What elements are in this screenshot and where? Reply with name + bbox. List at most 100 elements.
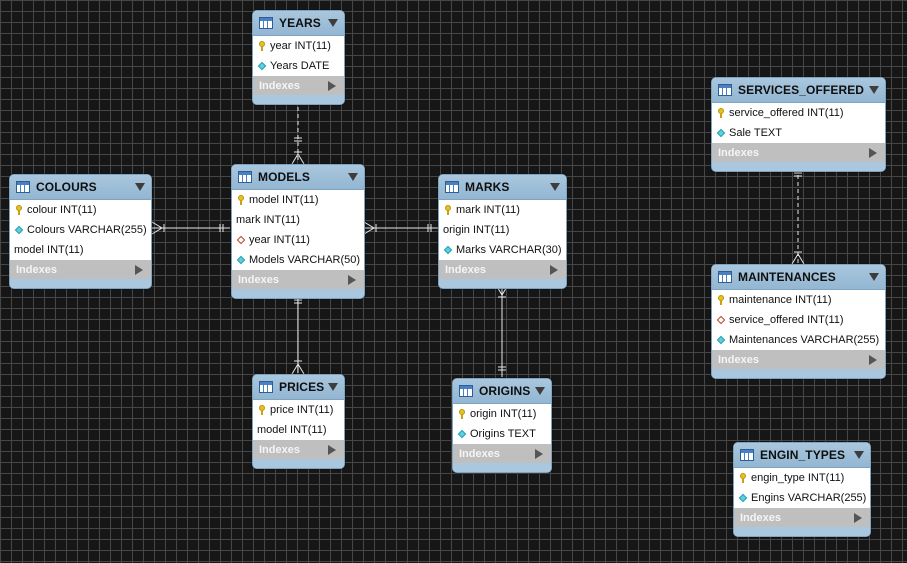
dropdown-triangle-icon[interactable] (135, 183, 145, 191)
expand-arrow-icon[interactable] (550, 264, 558, 275)
table-years[interactable]: YEARS year INT(11) Years DATE Indexes (252, 10, 345, 105)
column-label: Sale TEXT (729, 127, 782, 139)
expand-arrow-icon[interactable] (869, 147, 877, 158)
indexes-label: Indexes (445, 263, 486, 276)
dropdown-triangle-icon[interactable] (854, 451, 864, 459)
table-header[interactable]: MODELS (232, 165, 364, 190)
key-icon (257, 405, 267, 415)
expand-arrow-icon[interactable] (348, 274, 356, 285)
column-row[interactable]: Marks VARCHAR(30) (439, 240, 566, 260)
table-marks[interactable]: MARKS mark INT(11) origin INT(11) Marks … (438, 174, 567, 289)
table-models[interactable]: MODELS model INT(11) mark INT(11) year I… (231, 164, 365, 299)
relationship-services-maintenances[interactable] (791, 168, 805, 265)
relationship-models-prices[interactable] (291, 295, 305, 375)
column-row[interactable]: model INT(11) (232, 190, 364, 210)
column-label: origin INT(11) (443, 224, 510, 236)
column-label: Colours VARCHAR(255) (27, 224, 147, 236)
table-header[interactable]: ORIGINS (453, 379, 551, 404)
column-row[interactable]: Years DATE (253, 56, 344, 76)
table-title: MAINTENANCES (738, 270, 836, 284)
indexes-section[interactable]: Indexes (712, 350, 885, 369)
column-row[interactable]: Colours VARCHAR(255) (10, 220, 151, 240)
indexes-section[interactable]: Indexes (734, 508, 870, 527)
expand-arrow-icon[interactable] (135, 264, 143, 275)
table-maintenances[interactable]: MAINTENANCES maintenance INT(11) service… (711, 264, 886, 379)
column-row[interactable]: mark INT(11) (232, 210, 364, 230)
key-icon (443, 205, 453, 215)
column-row[interactable]: Origins TEXT (453, 424, 551, 444)
column-label: year INT(11) (270, 40, 331, 52)
expand-arrow-icon[interactable] (328, 444, 336, 455)
column-row[interactable]: Engins VARCHAR(255) (734, 488, 870, 508)
column-label: model INT(11) (249, 194, 319, 206)
column-row[interactable]: origin INT(11) (439, 220, 566, 240)
column-row[interactable]: engin_type INT(11) (734, 468, 870, 488)
dropdown-triangle-icon[interactable] (328, 19, 338, 27)
column-row[interactable]: model INT(11) (253, 420, 344, 440)
dropdown-triangle-icon[interactable] (535, 387, 545, 395)
relationship-colours-models[interactable] (151, 221, 230, 235)
table-icon (718, 84, 732, 96)
relationship-models-marks[interactable] (363, 221, 438, 235)
key-icon (257, 41, 267, 51)
indexes-section[interactable]: Indexes (232, 270, 364, 289)
column-label: mark INT(11) (456, 204, 520, 216)
dropdown-triangle-icon[interactable] (328, 383, 338, 391)
table-header[interactable]: MAINTENANCES (712, 265, 885, 290)
indexes-section[interactable]: Indexes (439, 260, 566, 279)
expand-arrow-icon[interactable] (535, 448, 543, 459)
indexes-section[interactable]: Indexes (10, 260, 151, 279)
table-header[interactable]: MARKS (439, 175, 566, 200)
expand-arrow-icon[interactable] (869, 354, 877, 365)
column-row[interactable]: year INT(11) (253, 36, 344, 56)
indexes-section[interactable]: Indexes (253, 440, 344, 459)
table-footer (232, 289, 364, 298)
indexes-section[interactable]: Indexes (253, 76, 344, 95)
column-row[interactable]: service_offered INT(11) (712, 103, 885, 123)
column-row[interactable]: Sale TEXT (712, 123, 885, 143)
table-header[interactable]: YEARS (253, 11, 344, 36)
table-header[interactable]: SERVICES_OFFERED (712, 78, 885, 103)
column-row[interactable]: price INT(11) (253, 400, 344, 420)
column-row[interactable]: colour INT(11) (10, 200, 151, 220)
indexes-label: Indexes (718, 146, 759, 159)
column-row[interactable]: model INT(11) (10, 240, 151, 260)
column-label: colour INT(11) (27, 204, 97, 216)
key-icon (236, 195, 246, 205)
table-colours[interactable]: COLOURS colour INT(11) Colours VARCHAR(2… (9, 174, 152, 289)
table-header[interactable]: ENGIN_TYPES (734, 443, 870, 468)
table-origins[interactable]: ORIGINS origin INT(11) Origins TEXT Inde… (452, 378, 552, 473)
table-icon (459, 385, 473, 397)
key-icon (14, 205, 24, 215)
table-footer (253, 95, 344, 104)
column-row[interactable]: Models VARCHAR(50) (232, 250, 364, 270)
column-label: origin INT(11) (470, 408, 537, 420)
indexes-section[interactable]: Indexes (712, 143, 885, 162)
relationship-marks-origins[interactable] (495, 284, 509, 377)
table-services-offered[interactable]: SERVICES_OFFERED service_offered INT(11)… (711, 77, 886, 172)
indexes-section[interactable]: Indexes (453, 444, 551, 463)
column-row[interactable]: mark INT(11) (439, 200, 566, 220)
table-header[interactable]: COLOURS (10, 175, 151, 200)
table-engin-types[interactable]: ENGIN_TYPES engin_type INT(11) Engins VA… (733, 442, 871, 537)
dropdown-triangle-icon[interactable] (550, 183, 560, 191)
expand-arrow-icon[interactable] (328, 80, 336, 91)
dropdown-triangle-icon[interactable] (348, 173, 358, 181)
expand-arrow-icon[interactable] (854, 512, 862, 523)
column-row[interactable]: service_offered INT(11) (712, 310, 885, 330)
dropdown-triangle-icon[interactable] (869, 86, 879, 94)
column-row[interactable]: origin INT(11) (453, 404, 551, 424)
indexes-label: Indexes (459, 447, 500, 460)
attribute-diamond-icon (236, 255, 246, 265)
table-header[interactable]: PRICES (253, 375, 344, 400)
column-row[interactable]: year INT(11) (232, 230, 364, 250)
table-icon (718, 271, 732, 283)
table-footer (712, 162, 885, 171)
column-row[interactable]: Maintenances VARCHAR(255) (712, 330, 885, 350)
table-prices[interactable]: PRICES price INT(11) model INT(11) Index… (252, 374, 345, 469)
relationship-years-models[interactable] (291, 100, 305, 165)
column-row[interactable]: maintenance INT(11) (712, 290, 885, 310)
table-title: MARKS (465, 180, 510, 194)
dropdown-triangle-icon[interactable] (869, 273, 879, 281)
table-title: YEARS (279, 16, 321, 30)
